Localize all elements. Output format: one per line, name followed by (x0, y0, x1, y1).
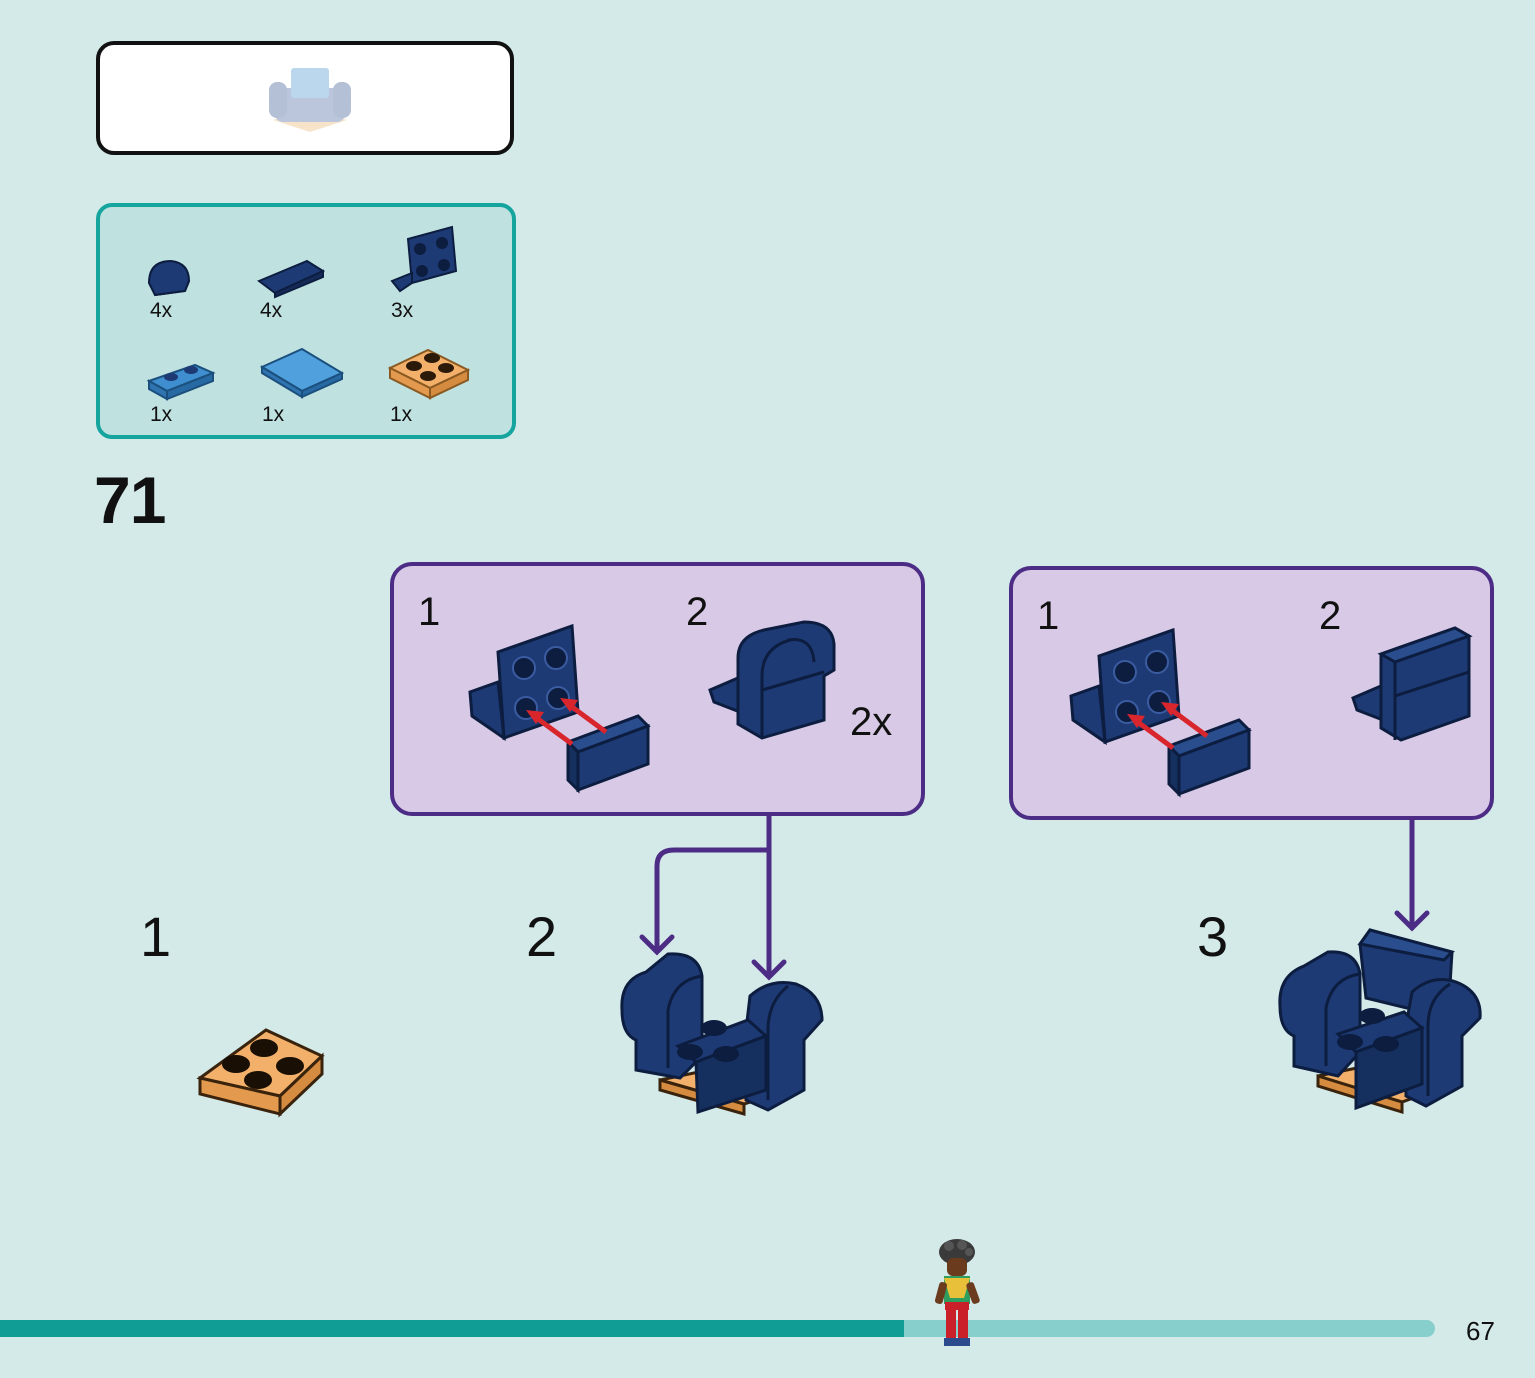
model-preview-box (96, 41, 514, 155)
bracket-with-tile-icon (1351, 626, 1473, 742)
armchair-base-icon (620, 952, 824, 1116)
callout-substep-number: 2 (1319, 594, 1342, 638)
bracket-with-curved-slope-icon (708, 620, 836, 740)
page-number: 67 (1466, 1316, 1495, 1346)
callout-substep-number: 2 (686, 590, 709, 634)
armchair-complete-icon (1278, 928, 1482, 1115)
plate-1x2-icon (146, 363, 216, 401)
callout-substep-number: 1 (418, 590, 441, 634)
minifigure-icon (934, 1239, 980, 1346)
callout-substep-number: 1 (1037, 594, 1060, 638)
bracket-icon (390, 225, 458, 293)
step-number: 71 (94, 463, 166, 537)
sub-assembly-callout-b: 1 2 (1009, 566, 1494, 820)
sub-assembly-callout-a: 1 2 2x (390, 562, 925, 816)
bracket-attach-tile-icon (468, 623, 651, 794)
part-qty: 1x (262, 403, 285, 426)
progress-fill (0, 1320, 904, 1337)
part-qty: 1x (150, 403, 173, 426)
tile-1x2-icon (257, 259, 326, 299)
tile-2x2-icon (259, 347, 345, 399)
part-qty: 4x (260, 299, 283, 322)
curved-slope-icon (147, 259, 191, 297)
substep-number: 3 (1197, 905, 1229, 968)
substep-number: 1 (140, 905, 172, 968)
callout-multiplier: 2x (850, 700, 893, 744)
part-qty: 1x (390, 403, 413, 426)
plate-2x2-orange-icon (387, 348, 471, 400)
parts-list-box: 4x 4x 3x 1x 1x 1x (96, 203, 516, 439)
bracket-attach-tile-icon (1069, 627, 1252, 798)
armchair-preview-icon (269, 68, 351, 132)
part-qty: 4x (150, 299, 173, 322)
substep-number: 2 (526, 905, 558, 968)
plate-2x2-orange-icon (196, 1028, 325, 1118)
part-qty: 3x (391, 299, 414, 322)
